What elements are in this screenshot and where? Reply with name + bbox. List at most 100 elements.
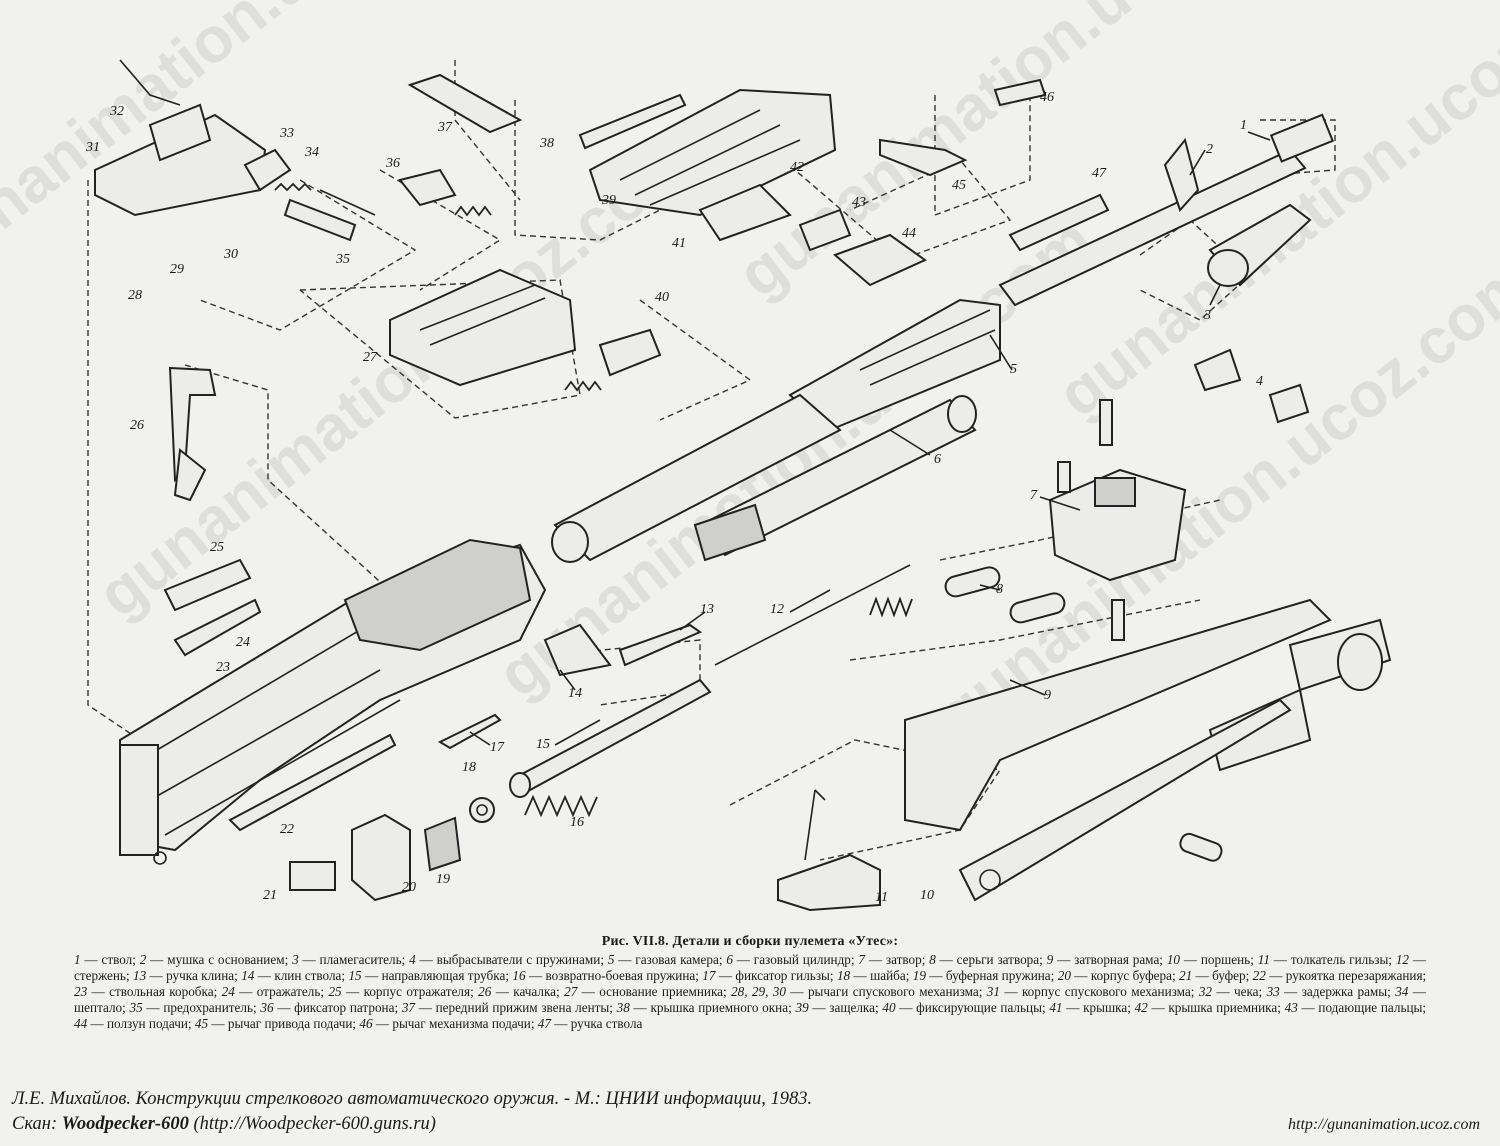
site-url: http://gunanimation.ucoz.com xyxy=(1288,1116,1480,1133)
legend-number: 11 xyxy=(1257,952,1270,967)
legend-number: 6 xyxy=(726,952,733,967)
legend-text: фиксатор гильзы xyxy=(735,968,830,983)
callout-6: 6 xyxy=(934,452,941,467)
legend-text: рукоятка перезаряжания xyxy=(1285,968,1423,983)
legend-number: 24 xyxy=(221,984,235,999)
legend-text: качалка xyxy=(513,984,557,999)
legend-number: 44 xyxy=(74,1016,88,1031)
callout-9: 9 xyxy=(1044,688,1051,703)
receiver-23 xyxy=(119,538,547,865)
callout-8: 8 xyxy=(996,582,1003,597)
legend-text: шайба xyxy=(870,968,906,983)
legend-text: буферная пружина xyxy=(945,968,1051,983)
legend-number: 26 xyxy=(478,984,492,999)
legend-number: 13 xyxy=(132,968,147,983)
callout-3: 3 xyxy=(1204,308,1211,323)
callout-40: 40 xyxy=(655,290,669,305)
legend-text: корпус буфера xyxy=(1090,968,1172,983)
bolt-carrier-9 xyxy=(904,598,1392,902)
legend-text: фиксирующие пальцы xyxy=(916,1000,1042,1015)
legend-number: 36 xyxy=(260,1000,274,1015)
legend-text: крышка приемника xyxy=(1168,1000,1278,1015)
legend-text: затворная рама xyxy=(1074,952,1160,967)
legend-text: рычаг привода подачи xyxy=(227,1016,353,1031)
callout-41: 41 xyxy=(672,236,686,251)
rod-12 xyxy=(714,564,913,666)
callout-5: 5 xyxy=(1010,362,1017,377)
legend-number: 7 xyxy=(858,952,865,967)
figure-legend: 1 — ствол; 2 — мушка с основанием; 3 — п… xyxy=(74,952,1427,1031)
callout-13: 13 xyxy=(700,602,714,617)
barrel-1 xyxy=(998,113,1334,307)
cartridge-retainer-36 xyxy=(398,168,492,217)
legend-number: 9 xyxy=(1046,952,1054,967)
legend-text: фиксатор патрона xyxy=(294,1000,395,1015)
legend-number: 34 xyxy=(1395,984,1409,999)
legend-text: ползун подачи xyxy=(106,1016,188,1031)
callout-26: 26 xyxy=(130,418,144,433)
legend-text: чека xyxy=(1233,984,1259,999)
callout-25: 25 xyxy=(210,540,224,555)
callout-18: 18 xyxy=(462,760,476,775)
legend-text: задержка рамы xyxy=(1301,984,1388,999)
legend-number: 45 xyxy=(194,1016,209,1031)
callout-12: 12 xyxy=(770,602,784,617)
callout-10: 10 xyxy=(920,888,934,903)
callout-22: 22 xyxy=(280,822,294,837)
legend-text: стержень xyxy=(74,968,126,983)
scan-prefix: Скан: xyxy=(12,1114,58,1134)
callout-45: 45 xyxy=(952,178,966,193)
callout-20: 20 xyxy=(402,880,416,895)
feed-tray-27 xyxy=(389,268,577,387)
legend-text: толкатель гильзы xyxy=(1290,952,1389,967)
callout-32: 32 xyxy=(110,104,124,119)
legend-number: 38 xyxy=(616,1000,630,1015)
callout-33: 33 xyxy=(280,126,294,141)
callout-47: 47 xyxy=(1092,166,1106,181)
callout-14: 14 xyxy=(568,686,582,701)
legend-number: 40 xyxy=(882,1000,896,1015)
callout-15: 15 xyxy=(536,737,550,752)
callout-34: 34 xyxy=(305,145,319,160)
legend-text: крышка xyxy=(1083,1000,1128,1015)
callout-31: 31 xyxy=(86,140,100,155)
callout-27: 27 xyxy=(363,350,377,365)
charging-handle-22 xyxy=(228,733,397,832)
legend-number: 31 xyxy=(986,984,1000,999)
legend-number: 27 xyxy=(564,984,578,999)
legend-number: 37 xyxy=(401,1000,416,1015)
callout-30: 30 xyxy=(224,247,238,262)
callout-23: 23 xyxy=(216,660,230,675)
legend-text: буфер xyxy=(1212,968,1246,983)
legend-number: 25 xyxy=(328,984,342,999)
bolt-links-8 xyxy=(944,566,1066,624)
legend-number: 46 xyxy=(359,1016,373,1031)
callout-46: 46 xyxy=(1040,90,1054,105)
legend-number: 43 xyxy=(1284,1000,1298,1015)
legend-number: 5 xyxy=(607,952,615,967)
callout-7: 7 xyxy=(1030,488,1037,503)
wedge-14 xyxy=(543,623,703,677)
barrel-sleeve xyxy=(551,393,842,563)
legend-number: 22 xyxy=(1252,968,1266,983)
legend-text: крышка приемного окна xyxy=(650,1000,789,1015)
figure-title: Рис. VII.8. Детали и сборки пулемета «Ут… xyxy=(601,934,899,949)
legend-number: 8 xyxy=(929,952,936,967)
legend-number: 10 xyxy=(1166,952,1180,967)
callout-17: 17 xyxy=(490,740,504,755)
legend-text: защелка xyxy=(829,1000,875,1015)
legend-number: 2 xyxy=(139,952,147,967)
legend-text: направляющая трубка xyxy=(381,968,506,983)
callout-leaders xyxy=(469,131,1271,746)
legend-number: 14 xyxy=(241,968,255,983)
legend-text: затвор xyxy=(885,952,922,967)
scan-name: Woodpecker-600 xyxy=(61,1114,189,1134)
sear-group xyxy=(243,148,376,242)
legend-number: 18 xyxy=(836,968,851,983)
buffer-group xyxy=(289,713,502,902)
callout-4: 4 xyxy=(1256,374,1263,389)
legend-number: 47 xyxy=(537,1016,551,1031)
legend-number: 1 xyxy=(74,952,81,967)
callout-44: 44 xyxy=(902,226,916,241)
